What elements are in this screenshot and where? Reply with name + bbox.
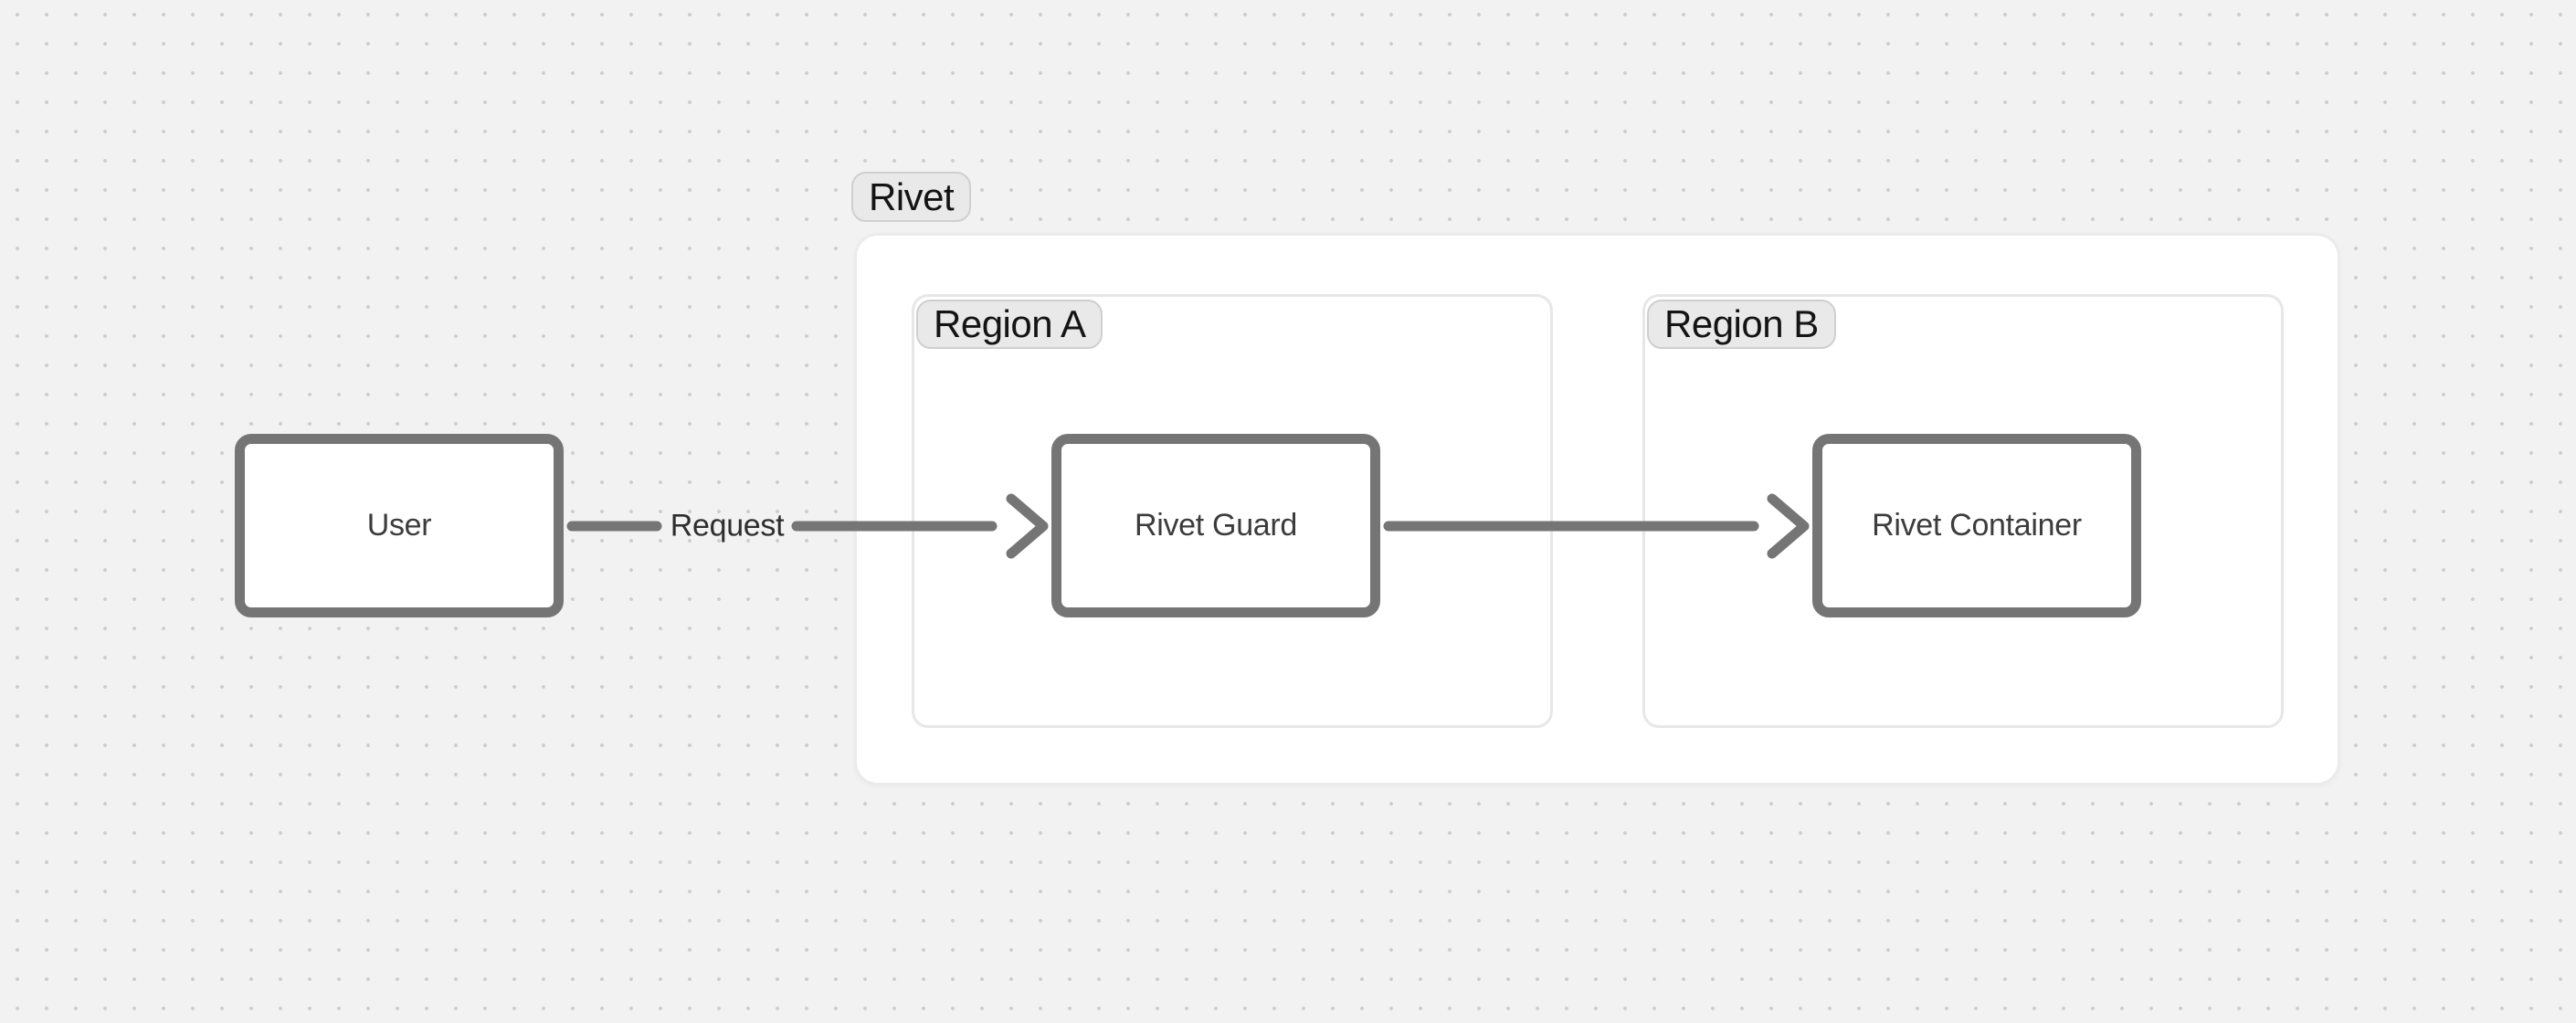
- node-rivet-container: Rivet Container: [1812, 434, 2141, 617]
- rivet-group-label: Rivet: [851, 172, 972, 222]
- node-user-label: User: [366, 508, 432, 543]
- node-rivet-guard: Rivet Guard: [1051, 434, 1380, 617]
- node-rivet-container-label: Rivet Container: [1872, 508, 2082, 543]
- node-rivet-guard-label: Rivet Guard: [1134, 508, 1298, 543]
- region-a-label: Region A: [916, 300, 1103, 349]
- edge-request-label: Request: [670, 508, 785, 543]
- node-user: User: [235, 434, 564, 617]
- region-b-label: Region B: [1647, 300, 1836, 349]
